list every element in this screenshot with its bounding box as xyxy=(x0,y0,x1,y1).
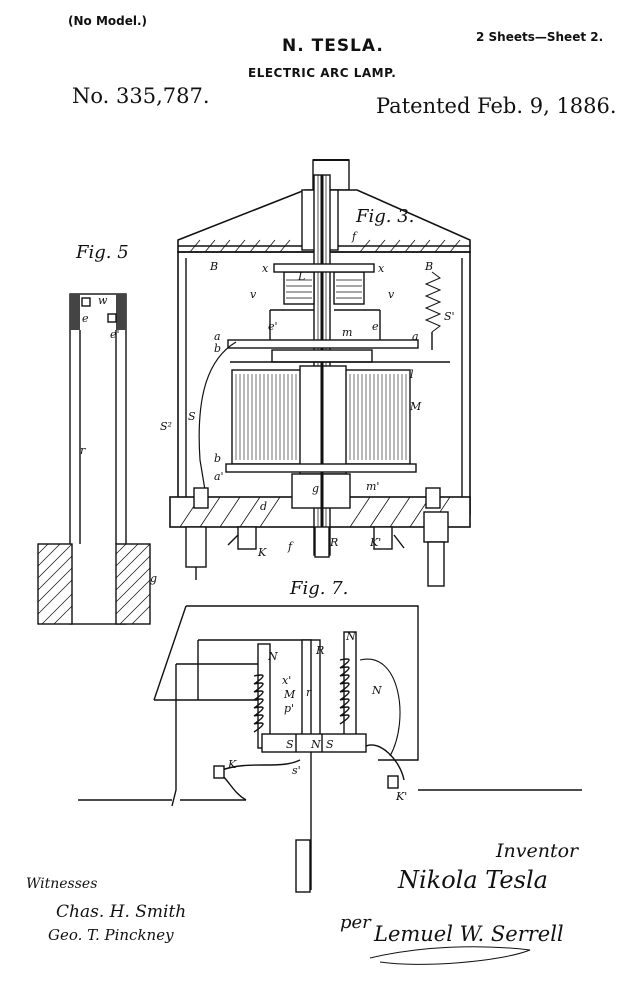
fig7-label: Fig. 7. xyxy=(289,578,348,599)
label-N4: N xyxy=(310,738,321,751)
label-s7: s' xyxy=(292,764,301,777)
label-e5: e xyxy=(82,312,89,325)
label-b2: b xyxy=(214,452,221,465)
label-M7: M xyxy=(283,688,296,701)
label-S1: S xyxy=(286,738,294,751)
label-s: S xyxy=(188,410,196,423)
label-s2: S² xyxy=(160,420,172,433)
label-M: M xyxy=(409,400,422,413)
label-d: d xyxy=(260,500,267,513)
label-a2: a xyxy=(412,330,419,343)
label-R: R xyxy=(329,536,338,549)
label-N: N xyxy=(267,650,278,663)
label-f: f xyxy=(351,230,358,243)
attorney-prefix: per xyxy=(340,912,371,933)
label-g2: g xyxy=(150,572,157,585)
label-m: m xyxy=(342,326,352,339)
label-B2: B xyxy=(424,260,433,273)
patent-date: Patented Feb. 9, 1886. xyxy=(376,94,617,118)
label-f2: f xyxy=(287,540,294,553)
label-N3: N xyxy=(371,684,382,697)
label-k: K xyxy=(227,758,237,771)
label-l: l xyxy=(410,368,414,381)
label-v: v xyxy=(250,288,257,301)
fig7-drawing xyxy=(78,605,582,893)
inventor-label: Inventor xyxy=(496,840,579,862)
label-x7: x' xyxy=(282,674,291,687)
label-x2: x xyxy=(378,262,385,275)
inventor-heading: N. TESLA. xyxy=(282,36,384,56)
label-S2: S xyxy=(326,738,334,751)
patent-number: No. 335,787. xyxy=(72,84,210,108)
label-b: b xyxy=(214,342,221,355)
sheet-note: 2 Sheets—Sheet 2. xyxy=(476,30,604,44)
label-v2: v xyxy=(388,288,395,301)
label-w: w xyxy=(98,294,108,307)
label-k2: K' xyxy=(395,790,407,803)
fig5-label: Fig. 5 xyxy=(75,242,129,263)
model-note: (No Model.) xyxy=(68,14,148,28)
label-r7: r xyxy=(306,686,312,699)
witness-2-signature: Geo. T. Pinckney xyxy=(48,926,174,944)
label-e: e' xyxy=(268,320,278,333)
label-m2: m' xyxy=(366,480,379,493)
label-p: p' xyxy=(284,702,294,715)
witness-1-signature: Chas. H. Smith xyxy=(56,902,187,922)
label-r: r xyxy=(80,444,86,457)
label-L: L xyxy=(297,270,305,283)
label-e2: e' xyxy=(372,320,382,333)
label-s-prime: S' xyxy=(444,310,455,323)
fig3-drawing xyxy=(169,159,471,587)
inventor-signature: Nikola Tesla xyxy=(398,866,548,894)
attorney-signature: Lemuel W. Serrell xyxy=(374,922,564,946)
patent-title: ELECTRIC ARC LAMP. xyxy=(248,66,397,80)
label-K: K xyxy=(257,546,267,559)
label-g: g xyxy=(312,482,319,495)
witnesses-label: Witnesses xyxy=(26,876,98,892)
label-K2: K' xyxy=(369,536,381,549)
label-N2: N xyxy=(345,630,356,643)
fig5-drawing xyxy=(37,293,151,625)
label-e6: e' xyxy=(110,328,120,341)
label-R2: R xyxy=(315,644,324,657)
label-B: B xyxy=(209,260,218,273)
label-a3: a' xyxy=(214,470,224,483)
label-x: x xyxy=(262,262,269,275)
label-a: a xyxy=(214,330,221,343)
fig3-label: Fig. 3. xyxy=(355,206,414,227)
